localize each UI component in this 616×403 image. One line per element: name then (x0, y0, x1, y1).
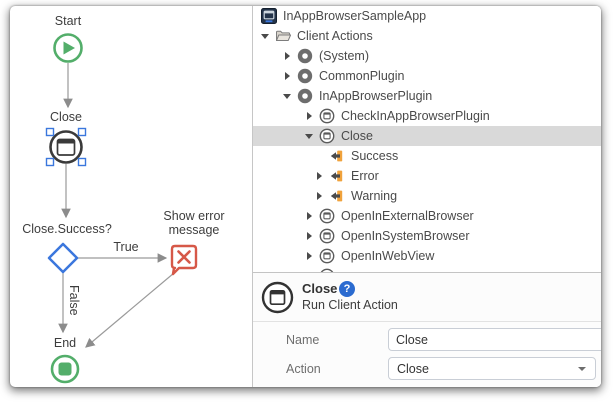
output-parameter-icon (329, 188, 345, 204)
chevron-down-icon[interactable] (305, 126, 319, 146)
name-field-label: Name (286, 333, 320, 347)
tree-item-error[interactable]: Error (253, 166, 601, 186)
tree-item-label: Success (351, 149, 399, 163)
element-tree: InAppBrowserSampleApp Client Actions (Sy… (253, 6, 601, 272)
tree-item-label: Warning (351, 189, 398, 203)
stop-icon (58, 362, 72, 376)
tree-item-label: CommonPlugin (319, 69, 405, 83)
chevron-right-icon[interactable] (305, 106, 319, 126)
action-field-label: Action (286, 362, 321, 376)
selected-element-type: Run Client Action (302, 298, 398, 312)
properties-panel: Close ? Run Client Action Name Action Cl… (253, 272, 601, 387)
chevron-right-icon[interactable] (315, 186, 329, 206)
tree-item-label: InAppBrowserSampleApp (283, 9, 427, 23)
tree-item-success[interactable]: Success (253, 146, 601, 166)
tree-item-label: OpenInWebView (341, 249, 435, 263)
chevron-right-icon[interactable] (283, 46, 297, 66)
decision-node[interactable] (47, 242, 79, 274)
tree-item-openinwebview[interactable]: OpenInWebView (253, 246, 601, 266)
start-node[interactable] (53, 33, 83, 63)
connector-error-to-end (85, 272, 175, 348)
tree-item-inappbrowserplugin[interactable]: InAppBrowserPlugin (253, 86, 601, 106)
help-icon[interactable]: ? (339, 281, 355, 297)
end-node-label: End (53, 336, 77, 350)
flow-canvas[interactable]: Start Close Close.Success? True False Sh… (10, 6, 252, 387)
chevron-down-icon[interactable] (283, 86, 297, 106)
chevron-right-icon[interactable] (305, 226, 319, 246)
end-node[interactable] (50, 354, 80, 384)
selection-handles[interactable] (45, 127, 87, 167)
plugin-icon (297, 88, 313, 104)
error-message-node[interactable] (170, 244, 198, 276)
tree-item-label: (System) (319, 49, 369, 63)
close-node-label: Close (50, 110, 82, 124)
client-action-icon-large (261, 281, 294, 314)
browser-titlebar (57, 139, 75, 144)
chevron-right-icon[interactable] (315, 166, 329, 186)
play-icon (63, 41, 75, 55)
false-branch-label: False (67, 285, 81, 316)
output-parameter-icon (329, 148, 345, 164)
tree-item-openinsystembrowser[interactable]: OpenInSystemBrowser (253, 226, 601, 246)
selected-element-title: Close (302, 281, 338, 296)
tree-item-label: Error (351, 169, 379, 183)
client-action-icon (319, 268, 335, 272)
tree-item-openinexternalbrowser[interactable]: OpenInExternalBrowser (253, 206, 601, 226)
client-action-icon (319, 128, 335, 144)
tree-item-close[interactable]: Close (253, 126, 601, 146)
properties-header: Close ? Run Client Action (253, 273, 601, 322)
output-parameter-icon (329, 168, 345, 184)
error-node-label: Show error message (163, 209, 225, 237)
chevron-right-icon[interactable] (305, 206, 319, 226)
close-node[interactable] (49, 130, 83, 164)
start-node-label: Start (54, 14, 82, 28)
x-icon (177, 250, 191, 264)
tree-item-app[interactable]: InAppBrowserSampleApp (253, 6, 601, 26)
chevron-right-icon[interactable] (305, 246, 319, 266)
chevron-down-icon[interactable] (261, 26, 275, 46)
action-dropdown[interactable]: Close (388, 357, 596, 380)
client-action-icon (319, 228, 335, 244)
client-action-icon (319, 248, 335, 264)
tree-item-label: OpenInExternalBrowser (341, 209, 474, 223)
tree-item-checkinappbrowserplugin[interactable]: CheckInAppBrowserPlugin (253, 106, 601, 126)
flow-shapes (45, 33, 198, 384)
tree-item-partial[interactable] (253, 266, 601, 272)
plugin-icon (297, 68, 313, 84)
name-input[interactable] (388, 328, 601, 351)
chevron-down-icon (578, 367, 586, 371)
client-action-icon (319, 108, 335, 124)
right-panel: InAppBrowserSampleApp Client Actions (Sy… (252, 6, 601, 387)
tree-item-label: OpenInSystemBrowser (341, 229, 470, 243)
true-branch-label: True (113, 240, 139, 254)
tree-item-label: Client Actions (297, 29, 373, 43)
decision-node-label: Close.Success? (22, 222, 112, 236)
app-window: Start Close Close.Success? True False Sh… (10, 6, 601, 387)
tree-item-label: Close (341, 129, 373, 143)
chevron-right-icon[interactable] (283, 66, 297, 86)
folder-icon (275, 28, 291, 44)
tree-item-system[interactable]: (System) (253, 46, 601, 66)
tree-item-warning[interactable]: Warning (253, 186, 601, 206)
client-action-icon (319, 208, 335, 224)
tree-item-label: CheckInAppBrowserPlugin (341, 109, 490, 123)
tree-item-label: InAppBrowserPlugin (319, 89, 433, 103)
tree-item-commonplugin[interactable]: CommonPlugin (253, 66, 601, 86)
app-icon (261, 8, 277, 24)
chevron-spacer (315, 146, 329, 166)
action-dropdown-value: Close (397, 361, 429, 376)
tree-item-client-actions[interactable]: Client Actions (253, 26, 601, 46)
plugin-icon (297, 48, 313, 64)
